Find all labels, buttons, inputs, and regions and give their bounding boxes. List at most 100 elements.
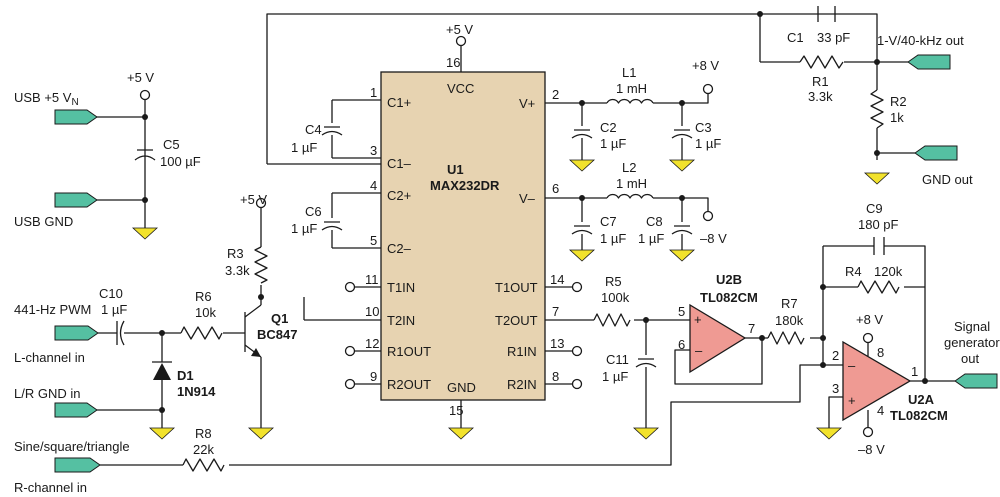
r6-name: R6 [195,289,212,304]
r7-resistor [767,331,805,345]
pin-r1out: R1OUT [387,344,431,359]
u2a-pin2: 2 [832,348,839,363]
pin-r2out: R2OUT [387,377,431,392]
c3-name: C3 [695,120,712,135]
u1-name: U1 [447,162,464,177]
q1-rail-label: +5 V [240,192,267,207]
wires [95,13,955,466]
usb-gnd-label: USB GND [14,214,73,229]
u2a-rail-top: +8 V [856,312,883,327]
lch-label: L-channel in [14,350,85,365]
u2a-part: TL082CM [890,408,948,423]
resistors [180,55,900,472]
r8-name: R8 [195,426,212,441]
q1-part: BC847 [257,327,297,342]
c8-name: C8 [646,214,663,229]
l2-name: L2 [622,160,636,175]
u2b-plus: + [694,312,702,327]
r2-name: R2 [890,94,907,109]
r5-value: 100k [601,290,630,305]
pin-r2in: R2IN [507,377,537,392]
pin-t2out: T2OUT [495,313,538,328]
usb-5v-connector [54,109,98,125]
c11-value: 1 µF [602,369,628,384]
c9-name: C9 [866,201,883,216]
u2b-part: TL082CM [700,290,758,305]
connectors [54,54,998,473]
c11-name: C11 [606,352,629,367]
c1-name: C1 [787,30,804,45]
pwm-label: 441-Hz PWM [14,302,91,317]
r1-resistor [799,55,844,69]
c4-value: 1 µF [291,140,317,155]
gnd-out-connector [914,145,958,161]
pin-num-4: 4 [370,178,377,193]
pin-t2in: T2IN [387,313,415,328]
u2a-pin8: 8 [877,345,884,360]
pin-num-5: 5 [370,233,377,248]
pin-num-6: 6 [552,181,559,196]
c2-value: 1 µF [600,136,626,151]
u2b-opamp [689,303,747,374]
u2a-pin3: 3 [832,381,839,396]
c1-value: 33 pF [817,30,850,45]
usb-gnd-connector [54,192,98,208]
pin-c1p: C1+ [387,95,411,110]
rch-connector [54,457,101,473]
c7-value: 1 µF [600,231,626,246]
r2-value: 1k [890,110,904,125]
c1-capacitor [817,6,836,22]
q1-name: Q1 [271,311,288,326]
d1-name: D1 [177,368,194,383]
siggen-line3: out [961,351,979,366]
pin-num-11: 11 [365,272,379,287]
r4-value: 120k [874,264,903,279]
c5-name: C5 [163,137,180,152]
c4-name: C4 [305,122,322,137]
u2a-rail-bottom: –8 V [858,442,885,457]
r1-name: R1 [812,74,829,89]
pin-num-15: 15 [449,403,463,418]
pin-t1out: T1OUT [495,280,538,295]
l1-inductor [606,98,654,104]
c10-value: 1 µF [101,302,127,317]
terminals [139,35,874,438]
d1-diode [152,361,172,380]
usb-5v-label: USB +5 VN [14,90,79,108]
inductors [606,98,654,199]
r4-resistor [857,280,900,294]
r1-value: 3.3k [808,89,833,104]
gnd-out-label: GND out [922,172,973,187]
rch-label: R-channel in [14,480,87,495]
pin-vp: V+ [519,96,535,111]
m8v-rail-l2: –8 V [700,231,727,246]
r4-name: R4 [845,264,862,279]
usb-rail-label: +5 V [127,70,154,85]
siggen-connector [954,373,998,389]
u2a-pin1: 1 [911,364,918,379]
r8-value: 22k [193,442,214,457]
labels: USB +5 VN USB GND +5 V C5 100 µF C4 1 µF… [14,22,1000,495]
pin-r1in: R1IN [507,344,537,359]
r6-resistor [180,326,223,340]
c10-name: C10 [99,286,123,301]
c5-value: 100 µF [160,154,201,169]
r5-resistor [593,313,631,327]
u2b-pin6: 6 [678,337,685,352]
u2b-pin7: 7 [748,321,755,336]
pin-c2p: C2+ [387,188,411,203]
out-1v-label: 1-V/40-kHz out [877,33,964,48]
pin-c1m: C1– [387,156,412,171]
pin-t1in: T1IN [387,280,415,295]
sine-label: Sine/square/triangle [14,439,130,454]
u1-rail-label: +5 V [446,22,473,37]
c6-value: 1 µF [291,221,317,236]
r2-resistor [870,89,884,129]
u1-part: MAX232DR [430,178,500,193]
pin-vcc: VCC [447,81,474,96]
pin-num-8: 8 [552,369,559,384]
u2a-minus: – [848,358,856,373]
l2-value: 1 mH [616,176,647,191]
r7-name: R7 [781,296,798,311]
